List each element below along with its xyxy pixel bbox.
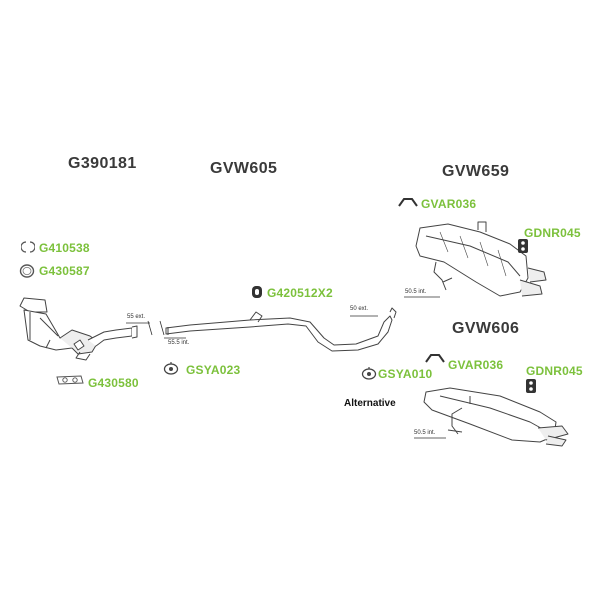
dim-pipe-outlet: 50 ext.	[350, 306, 369, 312]
code-pipe-clamp: G420512X2	[267, 286, 333, 300]
dimension-marks-rear	[350, 296, 446, 439]
seal-ring-icon	[19, 264, 35, 278]
title-front-pipe: GVW605	[210, 160, 278, 177]
dimension-marks-front	[126, 320, 186, 339]
dim-pipe-inlet: 55.5 int.	[168, 340, 190, 346]
alternative-label: Alternative	[344, 398, 396, 409]
gasket-ring-icon	[21, 241, 35, 253]
code-rubber-block: GDNR045	[524, 226, 581, 240]
code-seal-ring: G430587	[39, 264, 90, 278]
code-rubber-mount-alt: GSYA010	[378, 367, 433, 381]
front-pipe-drawing	[165, 307, 397, 352]
rear-silencer-drawing	[415, 221, 547, 297]
title-dpf: G390181	[68, 155, 137, 172]
code-rubber-mount: GSYA023	[186, 363, 241, 377]
hanger-icon	[398, 198, 418, 207]
clamp-gasket-icon	[56, 375, 84, 385]
title-rear-silencer: GVW659	[442, 163, 510, 180]
title-rear-silencer-alt: GVW606	[452, 320, 520, 337]
code-hanger-top: GVAR036	[421, 197, 477, 211]
rear-silencer-alt-drawing	[423, 387, 569, 447]
pipe-clamp-icon	[252, 286, 262, 298]
rubber-mount-alt-icon	[361, 367, 377, 380]
dpf-drawing	[19, 297, 138, 361]
dim-silencer-inlet: 50.5 int.	[405, 289, 427, 295]
dim-silencer-alt-inlet: 50.5 int.	[414, 430, 436, 436]
code-gasket-ring: G410538	[39, 241, 90, 255]
dim-dpf-outlet: 55 ext.	[127, 314, 146, 320]
hanger-alt-icon	[425, 354, 445, 363]
rubber-block-alt-icon	[526, 379, 536, 393]
code-clamp-gasket: G430580	[88, 376, 139, 390]
rubber-block-icon	[518, 239, 528, 253]
rubber-mount-icon	[163, 362, 179, 375]
code-rubber-block-alt: GDNR045	[526, 364, 583, 378]
code-hanger-alt: GVAR036	[448, 358, 504, 372]
